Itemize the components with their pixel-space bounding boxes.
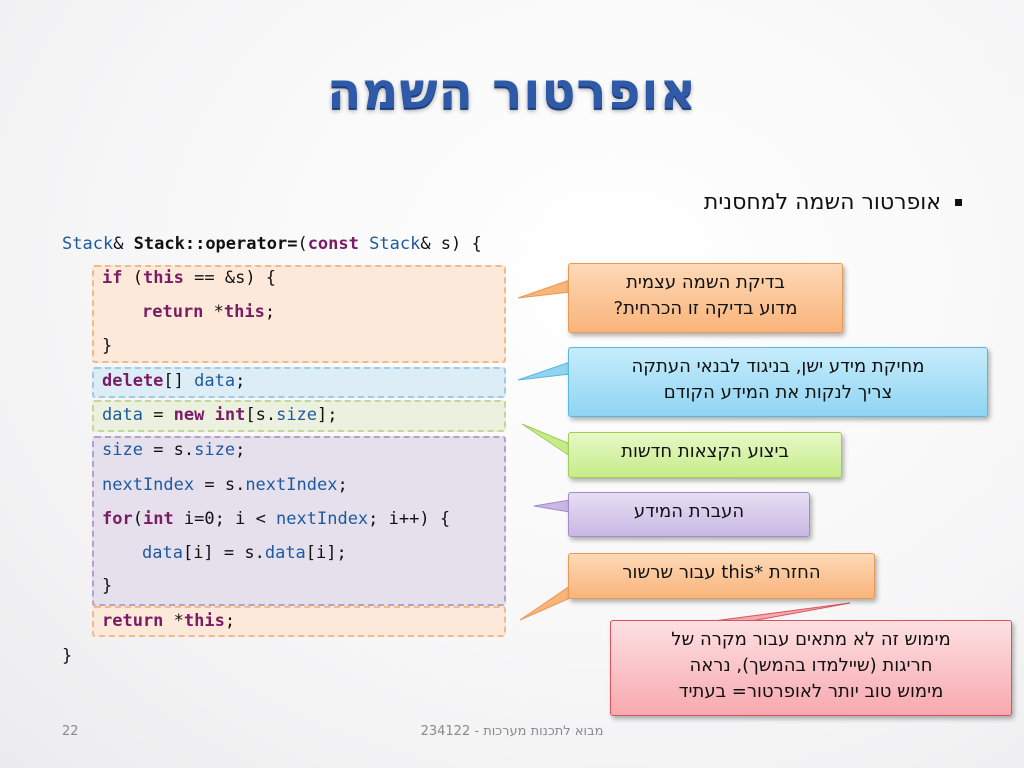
callout-line: ביצוע הקצאות חדשות [621, 441, 789, 462]
code-token: ; [264, 302, 276, 322]
code-token: ; [235, 371, 246, 391]
code-line-return: return *this; [102, 611, 235, 631]
code-token: == &s) { [183, 268, 277, 288]
code-token: = s. [142, 440, 195, 460]
callout-line: חריגות (שיילמדו בהמשך), נראה [689, 655, 933, 676]
code-line-copy: data[i] = s.data[i]; [142, 543, 347, 563]
self-check-callout: בדיקת השמה עצמית מדוע בדיקה זו הכרחית? [568, 263, 843, 333]
callout-line: החזרת *this עבור שרשור [622, 562, 821, 583]
code-token: nextIndex [102, 475, 195, 495]
code-token: return [102, 611, 164, 631]
code-token: i=0; i < [173, 509, 277, 529]
code-line-if: if (this == &s) { [102, 268, 276, 288]
code-token: size [276, 405, 318, 425]
code-token: Stack::operator= [133, 234, 298, 254]
delete-highlight [92, 367, 506, 398]
code-token: new [173, 405, 205, 425]
code-token: this [223, 302, 265, 322]
code-token: size [102, 440, 143, 460]
code-token: delete [102, 371, 164, 391]
code-token: const [307, 234, 359, 254]
code-token: for [102, 509, 133, 529]
code-token: int [214, 405, 246, 425]
code-token: & s) { [420, 234, 482, 254]
code-token: ; i++) { [368, 509, 451, 529]
code-token: * [163, 611, 184, 631]
callout-line: מחיקת מידע ישן, בניגוד לבנאי העתקה [631, 356, 925, 377]
code-line-new: data = new int[s.size]; [102, 405, 338, 425]
code-line-signature: Stack& Stack::operator=(const Stack& s) … [62, 234, 482, 254]
code-token: ( [122, 268, 143, 288]
code-token: [s. [245, 405, 277, 425]
code-token: Stack [369, 234, 421, 254]
code-line-close-if: } [102, 336, 112, 356]
copy-pointer [533, 499, 571, 513]
code-token: return [142, 302, 204, 322]
code-token: ; [235, 440, 246, 460]
code-token: data [142, 543, 183, 563]
code-line-close-for: } [102, 576, 112, 596]
code-line-for: for(int i=0; i < nextIndex; i++) { [102, 509, 450, 529]
code-token: data [264, 543, 306, 563]
alloc-highlight [92, 400, 506, 432]
bullet-text: אופרטור השמה למחסנית [703, 190, 941, 215]
callout-line: בדיקת השמה עצמית [626, 272, 785, 293]
code-token: ]; [317, 405, 338, 425]
code-token: nextIndex [245, 475, 338, 495]
code-token: this [183, 611, 225, 631]
code-token: * [203, 302, 224, 322]
alloc-callout: ביצוע הקצאות חדשות [568, 432, 842, 478]
code-line-delete: delete[] data; [102, 371, 245, 391]
bullet-item: אופרטור השמה למחסנית [704, 190, 962, 215]
copy-highlight [92, 436, 506, 606]
code-token: if [102, 268, 123, 288]
return-callout: החזרת *this עבור שרשור [568, 553, 875, 599]
callout-line: מימוש זה לא מתאים עבור מקרה של [671, 629, 951, 650]
slide-title: אופרטור השמה [327, 62, 697, 120]
callout-line: העברת המידע [633, 501, 745, 522]
code-token: Stack [62, 234, 114, 254]
code-line-close-function: } [62, 646, 72, 666]
code-token: } [102, 336, 113, 356]
code-token: data [102, 405, 143, 425]
code-token: & [113, 234, 134, 254]
callout-line: מדוע בדיקה זו הכרחית? [613, 298, 798, 319]
callout-line: צריך לנקות את המידע הקודם [663, 382, 893, 403]
code-token: = [142, 405, 174, 425]
alloc-pointer [521, 423, 571, 457]
slide-number: 22 [62, 724, 79, 739]
self-check-pointer [517, 279, 571, 299]
code-token: [i] = s. [182, 543, 265, 563]
code-token: data [194, 371, 236, 391]
delete-pointer [517, 361, 571, 381]
code-token: this [142, 268, 184, 288]
exception-note-callout: מימוש זה לא מתאים עבור מקרה של חריגות (ש… [610, 620, 1012, 716]
code-token: nextIndex [276, 509, 369, 529]
copy-callout: העברת המידע [568, 492, 810, 537]
code-token: } [62, 646, 73, 666]
code-token: = s. [194, 475, 246, 495]
code-token: ( [132, 509, 143, 529]
code-token: [] [163, 371, 195, 391]
code-token: ; [337, 475, 348, 495]
code-line-return-early: return *this; [142, 302, 275, 322]
code-token: size [194, 440, 236, 460]
code-line-size: size = s.size; [102, 440, 245, 460]
slide-footer: מבוא לתכנות מערכות - 234122 [420, 724, 604, 739]
return-highlight [92, 606, 506, 637]
code-token: } [102, 576, 113, 596]
code-token: [i]; [305, 543, 347, 563]
code-token: ( [297, 234, 308, 254]
callout-line: מימוש טוב יותר לאופרטור= בעתיד [678, 681, 944, 702]
code-line-nextindex: nextIndex = s.nextIndex; [102, 475, 348, 495]
square-bullet-icon [955, 199, 962, 206]
code-token: ; [224, 611, 236, 631]
self-check-highlight [92, 265, 506, 363]
delete-callout: מחיקת מידע ישן, בניגוד לבנאי העתקה צריך … [568, 347, 988, 417]
code-token: int [142, 509, 174, 529]
return-pointer [519, 585, 571, 621]
